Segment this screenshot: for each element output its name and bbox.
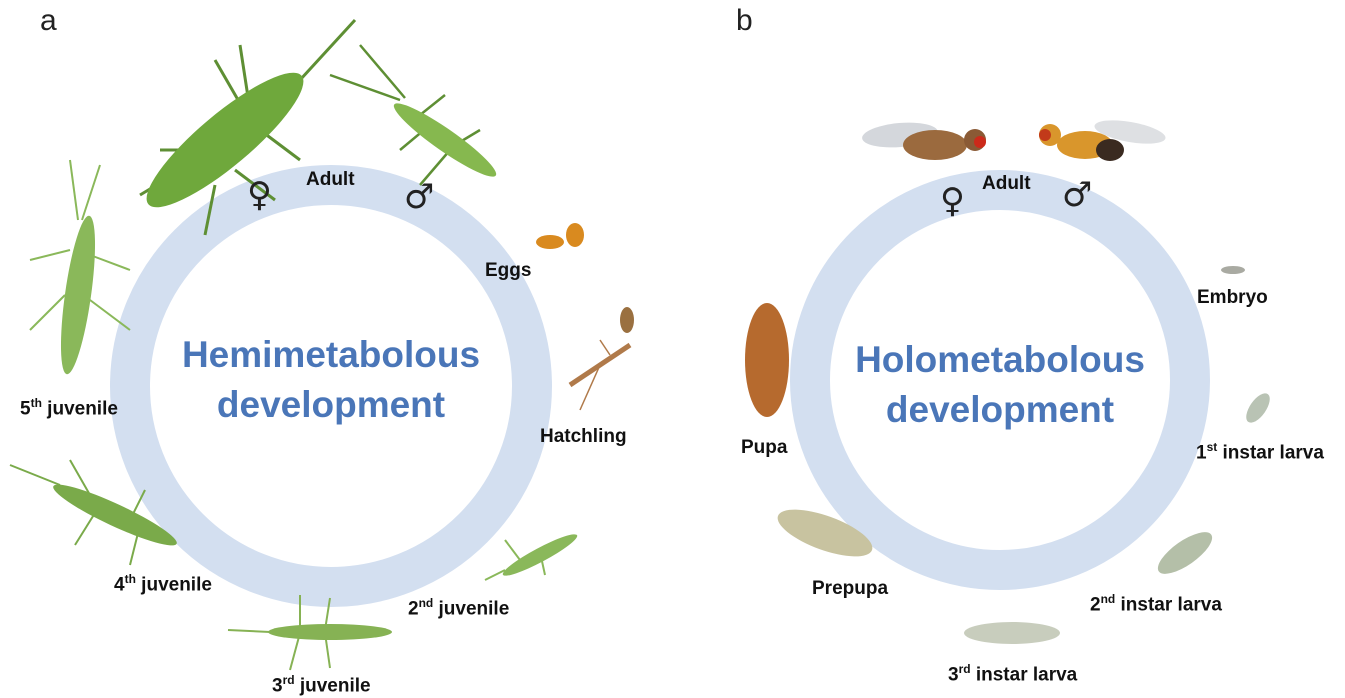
label-juvenile-2: 2nd juvenile [408,596,509,620]
larva-2 [1152,525,1218,581]
prepupa [772,500,878,566]
label-eggs: Eggs [485,260,531,282]
label-pupa: Pupa [741,437,787,459]
hatchling-egg [620,307,634,333]
juvenile-5-body [54,214,102,376]
label-prepupa: Prepupa [812,578,888,600]
label-embryo: Embryo [1197,287,1268,309]
holometabolous-title-line1: Holometabolous [830,335,1170,385]
hemimetabolous-title-line2: development [150,380,512,430]
label-juvenile-3: 3rd juvenile [272,673,371,697]
pupa [745,303,789,417]
label-hatchling: Hatchling [540,426,627,448]
egg-1 [536,235,564,249]
female-symbol-b: ♀ [940,184,965,218]
label-instar-3: 3rd instar larva [948,662,1077,686]
adult-male-fly [1039,116,1167,161]
label-juvenile-4: 4th juvenile [114,572,212,596]
label-adult-b: Adult [982,173,1031,195]
adult-female-body [132,56,319,224]
male-symbol-a: ♂ [404,180,434,214]
adult-male-body [388,95,502,184]
female-symbol-a: ♀ [247,178,272,212]
juvenile-3-body [268,624,392,640]
hemimetabolous-title-line1: Hemimetabolous [150,330,512,380]
embryo [1221,266,1245,274]
hemimetabolous-title: Hemimetabolous development [150,330,512,430]
adult-female-fly [861,120,986,160]
male-symbol-b: ♂ [1062,178,1092,212]
juvenile-2-body [500,529,581,581]
label-instar-2: 2nd instar larva [1090,592,1222,616]
larva-3 [964,622,1060,644]
holometabolous-title-line2: development [830,385,1170,435]
label-instar-1: 1st instar larva [1196,440,1324,464]
egg-2 [566,223,584,247]
larva-1 [1242,389,1275,426]
label-adult-a: Adult [306,169,355,191]
holometabolous-title: Holometabolous development [830,335,1170,435]
juvenile-4-body [49,476,182,553]
label-juvenile-5: 5th juvenile [20,396,118,420]
